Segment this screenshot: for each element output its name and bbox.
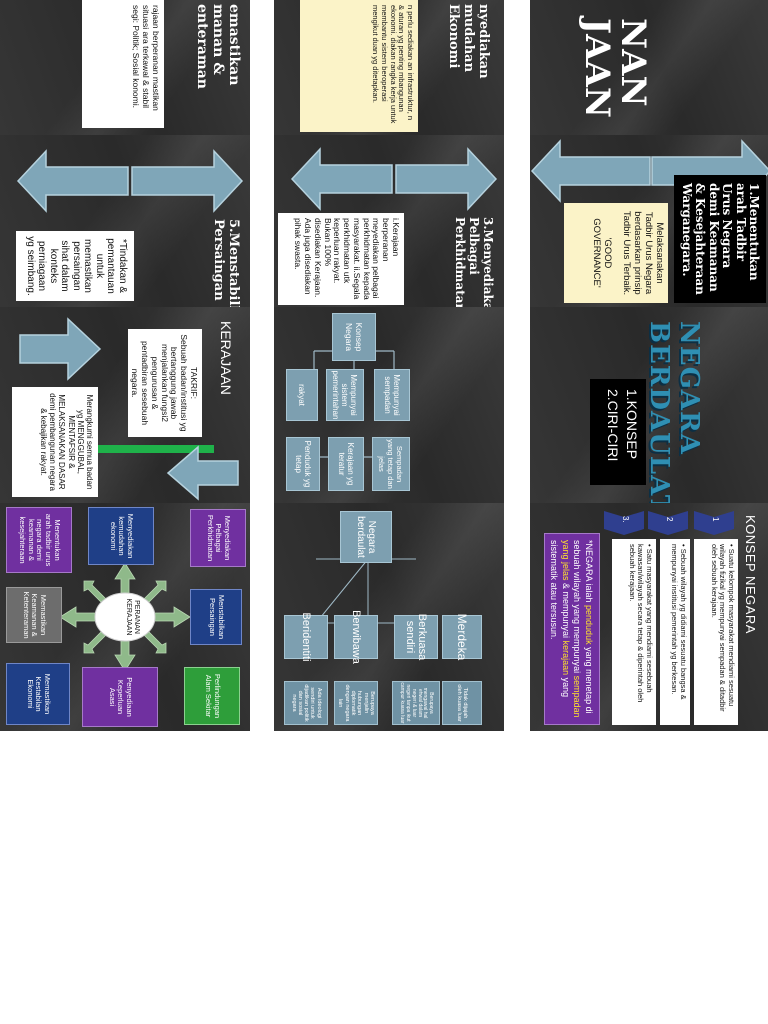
topic-item: 2.CIRI-CIRI bbox=[605, 389, 622, 462]
root-node: Negara berdaulat bbox=[340, 511, 392, 563]
slide-title: 3.Menyediakan Pelbagai Perkhidmatan bbox=[453, 217, 495, 307]
definition-part: & mempunyai bbox=[560, 580, 571, 641]
role-box: Perlindungan Alam Sekitar bbox=[184, 667, 240, 725]
slide-title: 5.Menstabilkan Persaingan bbox=[211, 219, 241, 307]
role-box: Menyediakan kemudahan ekonomi bbox=[88, 507, 154, 565]
competition-box: *Tindakan & pemantauan untuk memastikan … bbox=[16, 231, 134, 301]
role-box: Penyediaan Keperluan Asasi bbox=[82, 667, 158, 727]
radial-arrows bbox=[59, 562, 191, 672]
slide-cut-middle: nyediakan mudahan Ekonomi n perlu sediak… bbox=[274, 0, 504, 135]
slide-title: KONSEP NEGARA bbox=[743, 515, 758, 634]
slide-konsep-negara-chart: Konsep Negara Mempunyai sempadan Mempuny… bbox=[274, 307, 504, 503]
point-box-3: • Satu masyarakat yang mendiami sesebuah… bbox=[612, 539, 656, 725]
point-text: Sebuah wilayah yg didiami sesuatu bangsa… bbox=[670, 544, 688, 700]
double-right-arrow-icon bbox=[530, 139, 651, 203]
slide-cut-bottom: emastikan manan & enteraman rajaan berpe… bbox=[0, 0, 250, 135]
cut-title-line: mudahan bbox=[461, 4, 477, 73]
double-up-arrow-icon bbox=[395, 147, 498, 211]
slide-peranan-kerajaan: PERANAN KERAJAAN Menyediakan Pelbagai Pe… bbox=[0, 503, 250, 731]
point-number: 2 bbox=[665, 517, 674, 522]
root-node: Konsep Negara bbox=[332, 313, 376, 361]
slide-title: 1.Menentukan arah Tadbir Urus Negara dem… bbox=[674, 175, 766, 303]
services-box: i.Kerajaan berperanan meyediakan pelbaga… bbox=[278, 213, 404, 305]
cut-body: n perlu sediakan an infrastruktur, n & a… bbox=[300, 0, 418, 132]
point-number: 1 bbox=[711, 517, 720, 522]
cut-title-line-1: NAN bbox=[613, 18, 653, 107]
point-text: Suatu kelompok masyarakat mendiami sesua… bbox=[709, 544, 736, 712]
slide-menyediakan-perkhidmatan: 3.Menyediakan Pelbagai Perkhidmatan i.Ke… bbox=[274, 135, 504, 307]
point-box-2: • Sebuah wilayah yg didiami sesuatu bang… bbox=[660, 539, 690, 725]
child-node: Beridentiti bbox=[284, 613, 328, 661]
definition-part: *NEGARA ialah bbox=[584, 540, 594, 606]
child-node: Berkuasa sendiri bbox=[394, 614, 438, 660]
chevron-2-icon bbox=[648, 511, 688, 535]
cut-body: rajaan berperanan mastikan situasi ara t… bbox=[82, 0, 164, 128]
scope-box: Merangkumi semua badan yg MENGGUBAL, MEN… bbox=[12, 387, 98, 497]
slide-title: NEGARA BERDAULAT bbox=[644, 321, 704, 503]
middle-node: Mempunyai sistem pemerintahan bbox=[326, 369, 364, 421]
child-note: Ada ideologi sendiri untuk dijadikan pol… bbox=[284, 681, 328, 725]
slide-title: KERAJAAN bbox=[218, 321, 234, 395]
slide-negara-berdaulat: NEGARA BERDAULAT 1.KONSEP 2.CIRI-CIRI bbox=[530, 307, 768, 503]
point-text: Satu masyarakat yang mendiami sesebuah k… bbox=[627, 544, 654, 703]
chevron-3-icon bbox=[604, 511, 644, 535]
governance-box: Melaksanakan Tadbir Urus Negara berdasar… bbox=[564, 203, 668, 303]
topic-list: 1.KONSEP 2.CIRI-CIRI bbox=[590, 379, 646, 485]
cut-title-line: nyediakan bbox=[476, 4, 491, 79]
center-label: PERANAN KERAJAAN bbox=[124, 598, 140, 636]
chevron-1-icon bbox=[694, 511, 734, 535]
down-arrow-icon bbox=[166, 445, 239, 501]
cut-title-line: enteraman bbox=[193, 4, 210, 89]
slide-menentukan-arah: 1.Menentukan arah Tadbir Urus Negara dem… bbox=[530, 135, 768, 307]
role-box: Memastikan Keamanan & Ketenteraman bbox=[6, 587, 62, 643]
cut-title-line: manan & bbox=[209, 4, 226, 75]
governance-quote: 'GOOD GOVERNANCE' bbox=[591, 218, 614, 288]
slide-negara-berdaulat-chart: Negara berdaulat Merdeka Tidak dijajah o… bbox=[274, 503, 504, 731]
up-arrow-icon bbox=[19, 317, 102, 381]
right-node: Sempadan yang tetap dan jelas bbox=[372, 437, 410, 491]
slide-menstabilkan-persaingan: 5.Menstabilkan Persaingan *Tindakan & pe… bbox=[0, 135, 250, 307]
role-box: Memastikan Kestabilan Ekonomi bbox=[6, 663, 70, 725]
definition-highlight: penduduk bbox=[584, 605, 594, 645]
takrif-label: TAKRIF: bbox=[189, 367, 199, 399]
cut-title-line: Ekonomi bbox=[446, 4, 462, 69]
topic-item: 1.KONSEP bbox=[624, 389, 640, 460]
double-right-arrow-icon bbox=[290, 147, 393, 211]
definition-box: *NEGARA ialah penduduk yang menetap di s… bbox=[544, 533, 600, 725]
child-note: Berupaya menjalin hubungan diplomatik de… bbox=[334, 681, 378, 725]
middle-node: Mempunyai sempadan bbox=[374, 369, 410, 421]
takrif-box: TAKRIF: Sebuah badan/institusi yg bertan… bbox=[128, 329, 202, 437]
cut-title-line: emastikan bbox=[226, 4, 242, 86]
right-node: Penduduk yg tetap bbox=[286, 437, 320, 491]
role-box: Menstabilkan Persaingan bbox=[190, 589, 242, 645]
slide-kerajaan: KERAJAAN TAKRIF: Sebuah badan/institusi … bbox=[0, 307, 250, 503]
cut-title-line-2: JAAN bbox=[577, 18, 618, 118]
double-up-arrow-icon bbox=[131, 149, 244, 213]
role-box: Menentukan arah tadbir urus negara demi … bbox=[6, 507, 72, 573]
child-node: Merdeka bbox=[442, 614, 482, 660]
slide-cut-top: NAN JAAN bbox=[530, 0, 768, 135]
point-box-1: • Suatu kelompok masyarakat mendiami ses… bbox=[694, 539, 738, 725]
slide-konsep-negara: KONSEP NEGARA 1 2 3. • Suatu kelompok ma… bbox=[530, 503, 768, 731]
middle-node: rakyat bbox=[286, 369, 318, 421]
child-note: Berupaya mengawal hal ehwal dalam negeri… bbox=[392, 681, 440, 725]
double-right-arrow-icon bbox=[16, 149, 129, 213]
right-node: Kerajaan yg teratur bbox=[328, 437, 364, 491]
takrif-text: Sebuah badan/institusi yg bertanggung ja… bbox=[130, 334, 190, 432]
role-box: Menyediakan Pelbagai Perkhidmatan bbox=[190, 509, 246, 567]
child-node: Berwibawa bbox=[334, 610, 378, 664]
point-number: 3. bbox=[621, 516, 630, 523]
governance-text: Melaksanakan Tadbir Urus Negara berdasar… bbox=[621, 210, 665, 296]
child-note: Tidak dijajah oleh kuasa luar bbox=[442, 681, 482, 725]
definition-highlight: kerajaan bbox=[560, 640, 571, 676]
